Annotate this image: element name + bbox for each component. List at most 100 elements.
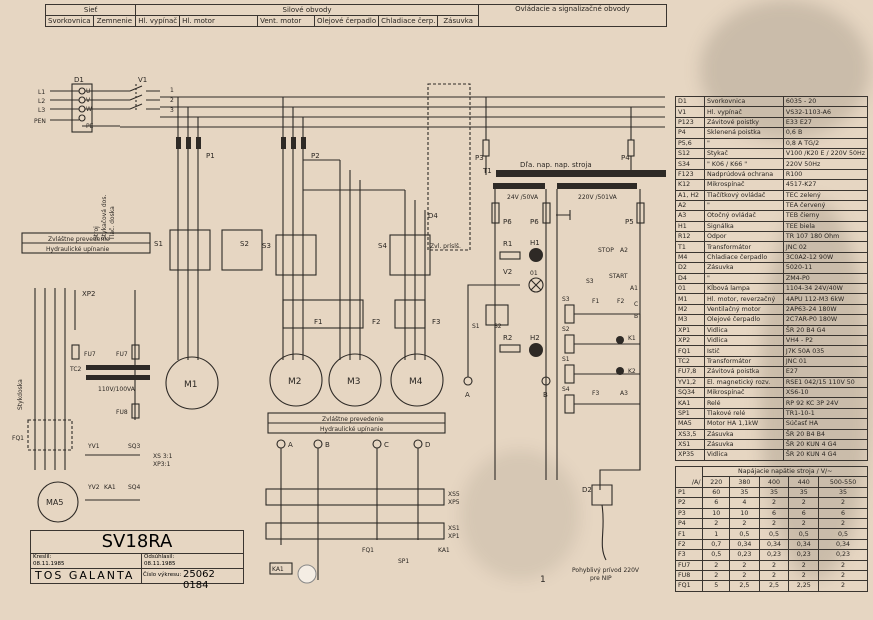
fuse-cell: 0,23 (758, 549, 790, 561)
parts-cell: Hl. motor, reverzačný (703, 293, 784, 305)
parts-cell: TR1-10-1 (782, 407, 869, 420)
fuse-cell: 0,5 (702, 549, 731, 561)
parts-cell: D4 (675, 272, 705, 285)
fuse-cell: 0,5 (729, 528, 760, 540)
parts-cell: VH4 - P2 (782, 334, 869, 347)
fuse-cell: 2 (729, 517, 760, 530)
parts-cell: Zásuvka (703, 428, 784, 440)
diagram-label: SP1 (398, 558, 409, 565)
diagram-label: L2 (38, 98, 45, 105)
diagram-label: Dľa. nap. nap. stroja (520, 161, 592, 169)
diagram-label: XS1 (448, 525, 460, 532)
fuse-cell: 2,5 (729, 580, 760, 592)
drawn-label: Kreslil: (33, 554, 52, 560)
diagram-label: 220V /501VA (578, 194, 618, 201)
voltage-header: 380 (729, 476, 760, 488)
diagram-label: 110V/100VA (98, 386, 136, 393)
fuse-cell: 6 (788, 507, 820, 519)
header-group: Ovládacie a signalizačné obvody (477, 4, 668, 27)
fuse-cell: P3 (674, 507, 704, 519)
diagram-label: KA1 (104, 484, 116, 491)
parts-cell: " K06 / K66 " (703, 158, 784, 170)
fuse-cell: 0,23 (788, 549, 820, 561)
fuse-cell: 2 (818, 497, 868, 509)
fuse-cell: 2 (758, 517, 790, 530)
parts-cell: El. magnetický rozv. (703, 376, 784, 388)
diagram-label: YV2 (87, 484, 100, 491)
diagram-label: P4 (621, 154, 630, 162)
fuse-cell: 0,7 (702, 538, 731, 551)
parts-cell: V100 /K20 E / 220V 50Hz (782, 147, 869, 160)
fuse-cell: 1 (702, 528, 731, 540)
parts-cell: Relé (703, 397, 784, 409)
fuse-cell: 35 (729, 486, 760, 499)
fuse-cell: 6 (702, 497, 731, 509)
parts-cell: 0,8 A TG/2 (782, 137, 869, 149)
fuse-cell: FQ1 (674, 580, 704, 592)
parts-cell: S12 (675, 147, 705, 160)
parts-cell: A1, H2 (675, 189, 705, 201)
drawing-name: SV18RA (31, 531, 243, 554)
parts-cell: M4 (675, 251, 705, 264)
diagram-label: A1 (630, 285, 638, 292)
parts-cell: Sklenená poistka (703, 127, 784, 139)
diagram-label: D (425, 441, 430, 449)
parts-cell: XS3,5 (675, 428, 705, 440)
diagram-label: L1 (38, 89, 45, 96)
diagram-label: S3 (262, 242, 271, 250)
fuse-cell: 2 (818, 517, 868, 530)
fuse-cell: 2 (702, 569, 731, 582)
drawing-number: 25062 0184 (183, 569, 215, 591)
diagram-label: FU7 (116, 351, 128, 358)
parts-cell: JNC 01 (782, 355, 869, 368)
fuse-cell: 2 (788, 569, 820, 582)
parts-cell: " (703, 137, 784, 149)
parts-cell: H1 (675, 220, 705, 233)
parts-cell: P4 (675, 127, 705, 139)
fuse-cell: 2 (818, 559, 868, 571)
diagram-label: Hydraulické upínanie (46, 246, 110, 253)
diagram-label: S3 (586, 278, 594, 285)
fuse-cell: F3 (674, 549, 704, 561)
parts-cell: VS32-1103-A6 (782, 106, 869, 118)
drawn-date: 08.11.1985 (33, 561, 65, 567)
diagram-label: XS5 (448, 491, 460, 498)
fuse-cell: 60 (702, 486, 731, 499)
fuse-cell: 6 (818, 507, 868, 519)
header-column: Vent. motor (257, 15, 316, 27)
parts-cell: Istič (703, 345, 784, 357)
diagram-label: D4 (428, 212, 438, 220)
diagram-label: YV1 (87, 443, 100, 450)
diagram-label: M3 (347, 377, 361, 387)
diagram-label: S4 (378, 242, 387, 250)
parts-cell: Olejové čerpadlo (703, 314, 784, 326)
parts-cell: XP35 (675, 449, 705, 461)
fuse-cell: 10 (729, 507, 760, 519)
parts-cell: ZM4-P0 (782, 272, 869, 285)
fuse-cell: 2 (758, 559, 790, 571)
diagram-label: A (288, 441, 293, 449)
fuse-cell: 35 (818, 486, 868, 499)
parts-cell: 2AP63-24 180W (782, 303, 869, 316)
parts-cell: Vidlica (703, 449, 784, 461)
parts-cell: Závitové poistky (703, 116, 784, 129)
drawing-number-label: Číslo výkresu: (143, 572, 182, 578)
diagram-label: C (384, 441, 389, 449)
hydraulic-terminals (276, 439, 423, 449)
parts-cell: Transformátor (703, 241, 784, 253)
diagram-label: T1 (482, 167, 492, 175)
diagram-label: PEN (34, 118, 46, 125)
parts-cell: Odpor (703, 231, 784, 243)
